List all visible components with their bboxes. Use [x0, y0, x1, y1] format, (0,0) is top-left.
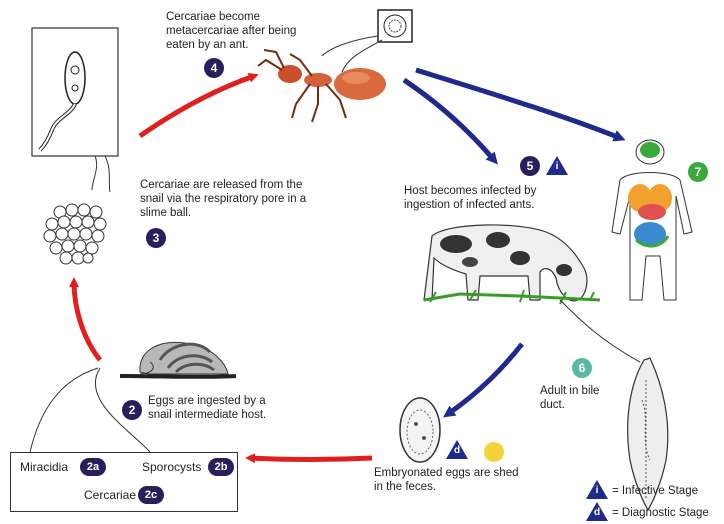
infective-stage-icon: i	[546, 156, 568, 175]
step-6-text: Adult in bile duct.	[540, 384, 610, 412]
slime-ball-illustration	[44, 204, 106, 264]
embryonated-egg-illustration	[400, 398, 440, 462]
metacercaria-inset	[378, 10, 412, 42]
cow-illustration	[424, 225, 600, 304]
step-7-badge: 7	[688, 162, 708, 182]
human-host-illustration	[612, 140, 692, 300]
miracidia-badge: 2a	[80, 458, 106, 476]
infective-symbol: i	[553, 161, 561, 172]
cercariae-label: Cercariae	[84, 488, 136, 502]
step-5-badge: 5	[520, 156, 540, 176]
cercariae-badge: 2c	[138, 486, 164, 504]
snail-illustration	[120, 342, 236, 376]
diagnostic-stage-icon: d	[446, 440, 468, 459]
sporocysts-badge: 2b	[208, 458, 234, 476]
arrow-egg-to-snail	[250, 458, 372, 460]
sporocysts-label: Sporocysts	[142, 460, 201, 474]
legend-infective-label: = Infective Stage	[612, 484, 722, 498]
cercaria-illustration	[32, 28, 118, 156]
ant-illustration	[258, 50, 386, 122]
step-6-badge: 6	[572, 358, 592, 378]
legend-infective-icon: i	[586, 480, 608, 499]
step-3-text: Cercariae are released from the snail vi…	[140, 178, 316, 220]
diagnostic-symbol-small: d	[453, 445, 461, 456]
arrow-cow-to-egg	[448, 344, 522, 414]
step-1-badge	[484, 442, 504, 462]
step-2-badge: 2	[122, 400, 142, 420]
step-3-badge: 3	[146, 228, 166, 248]
step-1-text: Embryonated eggs are shed in the feces.	[374, 466, 524, 494]
step-2-text: Eggs are ingested by a snail intermediat…	[148, 394, 288, 422]
legend-diagnostic-icon: d	[586, 502, 608, 521]
miracidia-label: Miracidia	[20, 460, 68, 474]
step-4-text: Cercariae become metacercariae after bei…	[166, 10, 316, 52]
arrow-ant-to-human	[416, 70, 620, 138]
step-5-text: Host becomes infected by ingestion of in…	[404, 184, 564, 212]
arrow-slime-to-ant	[140, 76, 254, 136]
legend-diagnostic-symbol: d	[593, 507, 601, 518]
arrow-snail-to-slime	[74, 282, 100, 360]
step-4-badge: 4	[204, 58, 224, 78]
legend-infective-symbol: i	[593, 485, 601, 496]
legend-diagnostic-label: = Diagnostic Stage	[612, 506, 722, 520]
